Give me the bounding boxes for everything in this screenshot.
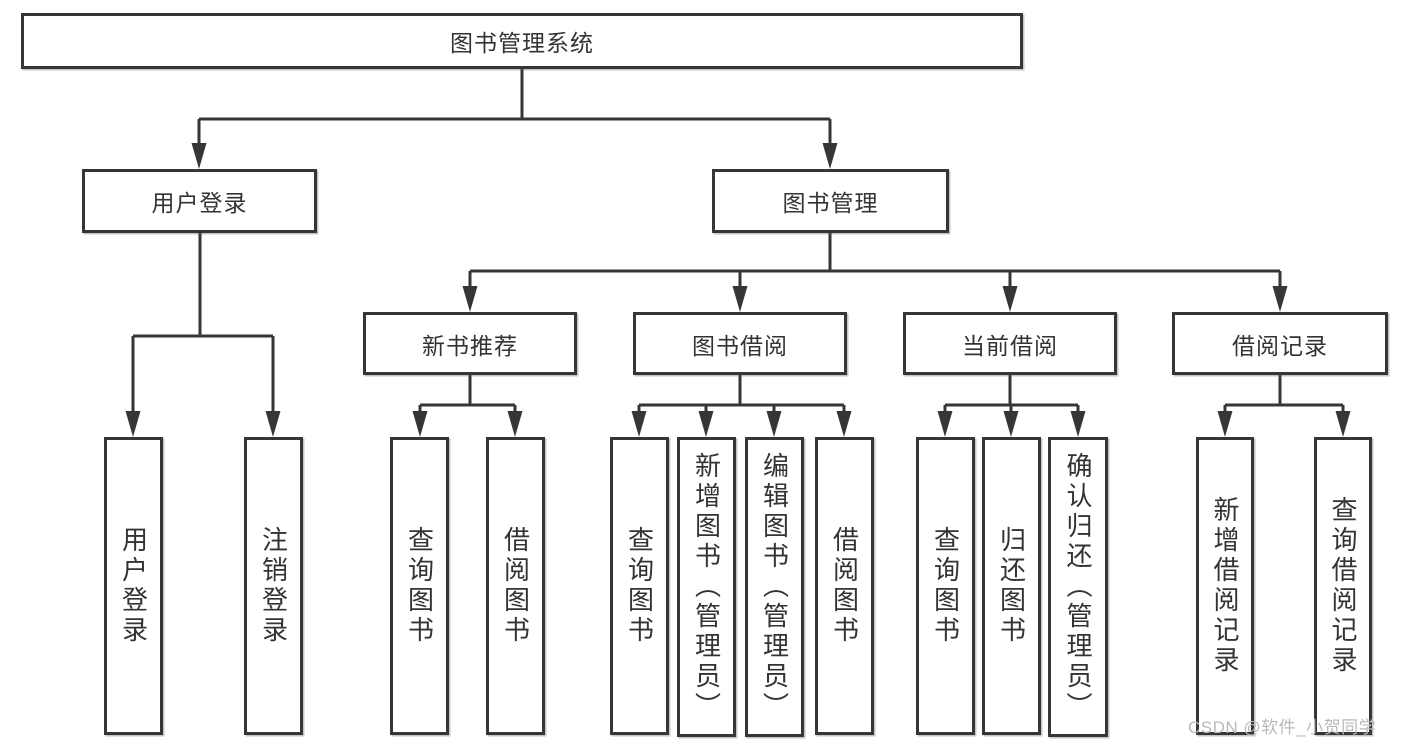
node-borrow-records: 借阅记录 — [1172, 312, 1388, 375]
leaf-query-books-3: 查询图书 — [916, 437, 975, 735]
node-user-login: 用户登录 — [82, 169, 317, 233]
leaf-query-books-2: 查询图书 — [610, 437, 669, 735]
node-new-book-recommend: 新书推荐 — [363, 312, 577, 375]
node-root-library-system: 图书管理系统 — [21, 13, 1023, 69]
leaf-query-books-1: 查询图书 — [390, 437, 449, 735]
csdn-watermark: CSDN @软件_小贺同学 — [1188, 718, 1377, 737]
leaf-edit-books-admin: 编辑图书（管理员） — [745, 437, 804, 737]
leaf-add-borrow-record: 新增借阅记录 — [1196, 437, 1254, 735]
node-book-borrow: 图书借阅 — [633, 312, 847, 375]
leaf-logout: 注销登录 — [244, 437, 303, 735]
leaf-query-borrow-record: 查询借阅记录 — [1314, 437, 1372, 735]
leaf-add-books-admin: 新增图书（管理员） — [677, 437, 736, 737]
node-current-borrow: 当前借阅 — [903, 312, 1117, 375]
node-book-management: 图书管理 — [712, 169, 949, 233]
leaf-confirm-return-admin: 确认归还（管理员） — [1048, 437, 1108, 737]
leaf-borrow-books-2: 借阅图书 — [815, 437, 874, 735]
leaf-user-login: 用户登录 — [104, 437, 163, 735]
leaf-return-books: 归还图书 — [982, 437, 1041, 735]
leaf-borrow-books-1: 借阅图书 — [486, 437, 545, 735]
